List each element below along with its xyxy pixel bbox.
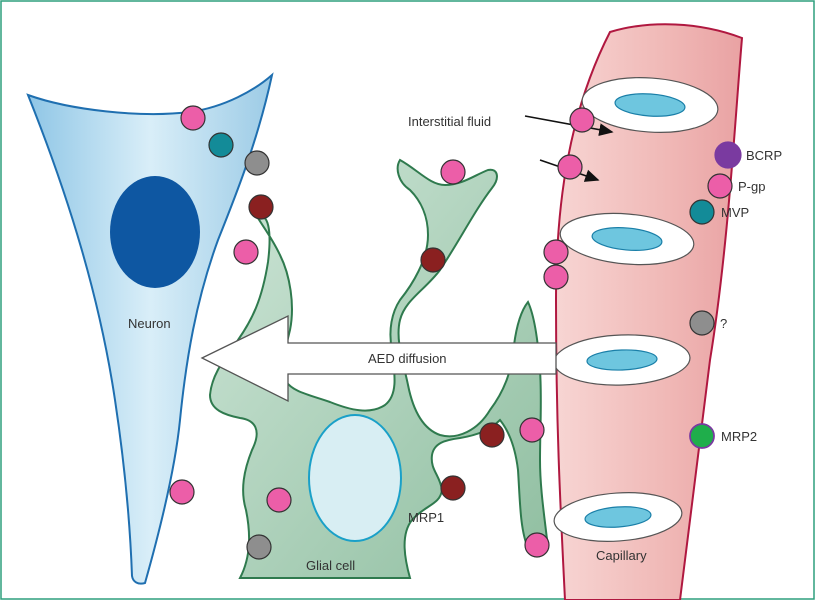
pgp-transporter (544, 240, 568, 264)
capillary-label: Capillary (596, 548, 647, 563)
aed-diffusion-label: AED diffusion (368, 351, 447, 366)
neuron-nucleus (110, 176, 200, 288)
glial-nucleus (309, 415, 401, 541)
mvp-transporter (209, 133, 233, 157)
mrp1-transporter (480, 423, 504, 447)
pgp-transporter (267, 488, 291, 512)
bcrp-transporter (715, 142, 741, 168)
pgp-transporter (234, 240, 258, 264)
pgp-transporter (525, 533, 549, 557)
mrp1-transporter (441, 476, 465, 500)
pgp-transporter (558, 155, 582, 179)
mrp2-label: MRP2 (721, 429, 757, 444)
mrp1-label: MRP1 (408, 510, 444, 525)
unknown-transporter (690, 311, 714, 335)
unknown-transporter (245, 151, 269, 175)
unknown-transporter (247, 535, 271, 559)
mvp-transporter (690, 200, 714, 224)
mrp1-transporter (249, 195, 273, 219)
pgp-transporter (181, 106, 205, 130)
interstitial-fluid-label: Interstitial fluid (408, 114, 491, 129)
neuron: Neuron (28, 75, 272, 584)
pgp-transporter (170, 480, 194, 504)
mvp-label: MVP (721, 205, 749, 220)
pgp-label: P-gp (738, 179, 765, 194)
pgp-transporter (708, 174, 732, 198)
pgp-transporter (570, 108, 594, 132)
neuron-label: Neuron (128, 316, 171, 331)
pgp-transporter (520, 418, 544, 442)
bcrp-label: BCRP (746, 148, 782, 163)
pgp-transporter (441, 160, 465, 184)
unknown-label: ? (720, 316, 727, 331)
pgp-transporter (544, 265, 568, 289)
mrp1-transporter (421, 248, 445, 272)
mrp2-transporter (690, 424, 714, 448)
glial-cell-label: Glial cell (306, 558, 355, 573)
